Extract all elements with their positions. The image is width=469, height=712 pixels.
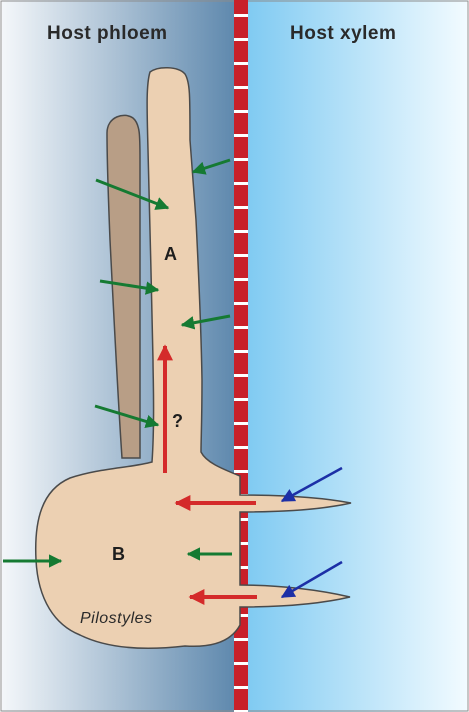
cambium-dash: [234, 326, 248, 329]
cambium-dash: [234, 422, 248, 425]
xylem-header: Host xylem: [290, 23, 396, 44]
cambium-dash: [234, 686, 248, 689]
cambium-dash: [234, 86, 248, 89]
cambium-dash: [234, 158, 248, 161]
cambium-dash: [234, 14, 248, 17]
region-b-label: B: [112, 544, 125, 564]
cambium-dash: [234, 350, 248, 353]
cambium-dash: [234, 302, 248, 305]
phloem-header: Host phloem: [47, 23, 168, 44]
cambium-dash: [234, 254, 248, 257]
cambium-dash: [234, 134, 248, 137]
cambium-dash: [234, 446, 248, 449]
cambium-dash: [234, 206, 248, 209]
cambium-dash: [234, 278, 248, 281]
cambium-dash: [234, 638, 248, 641]
question-mark-label: ?: [172, 411, 183, 431]
cambium-dash: [234, 38, 248, 41]
region-a-label: A: [164, 244, 177, 264]
cambium-dash: [234, 662, 248, 665]
cambium-dash: [234, 374, 248, 377]
cambium-dash: [234, 182, 248, 185]
cambium-dash: [234, 398, 248, 401]
cambium-dash: [234, 110, 248, 113]
cambium-dash: [234, 62, 248, 65]
cambium-dash: [234, 470, 248, 473]
cambium-dash: [234, 230, 248, 233]
pilostyles-label: Pilostyles: [80, 610, 153, 627]
